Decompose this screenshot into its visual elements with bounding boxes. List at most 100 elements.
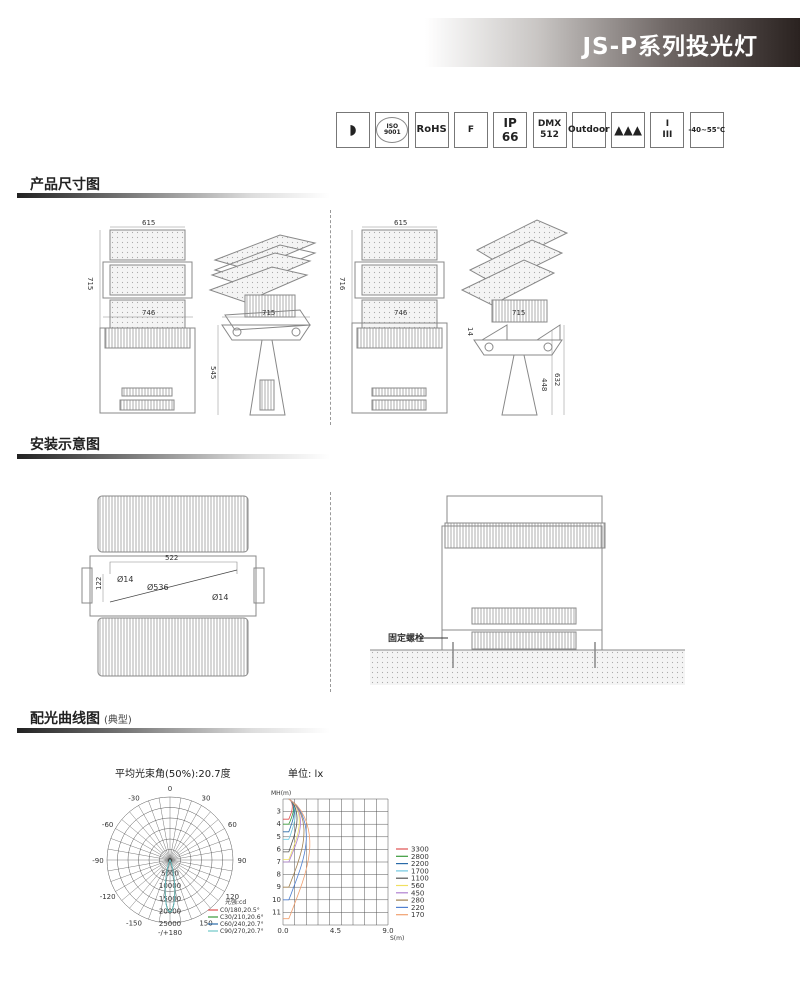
icon-label: Outdoor — [568, 124, 610, 135]
polar-spoke — [121, 819, 171, 861]
polar-spoke — [169, 838, 230, 861]
icon-label: -40~55℃ — [688, 125, 726, 134]
isolux-curve-450 — [283, 798, 301, 863]
polar-spoke — [158, 797, 171, 861]
polar-spoke — [169, 859, 211, 909]
y-tick-label: 9 — [277, 883, 281, 891]
section-title-installation: 安装示意图 — [30, 437, 100, 453]
mounting-side-view — [370, 495, 685, 685]
icon-sublabel: 66 — [501, 130, 519, 144]
x-tick-label: 9.0 — [382, 927, 393, 935]
dim-total-height: 632 — [553, 373, 561, 386]
perspective-view — [208, 234, 317, 331]
legend-label: 1700 — [411, 867, 429, 875]
dim-front-width: 746 — [142, 309, 156, 317]
isolux-curve-1700 — [283, 798, 296, 840]
legend-unit: 光强:cd — [225, 898, 246, 906]
icon-label: ISO 9001 — [383, 123, 401, 136]
isolux-curve-220 — [283, 798, 307, 901]
polar-spoke — [169, 859, 192, 920]
polar-spoke — [121, 859, 171, 901]
section-title-dimensions: 产品尺寸图 — [30, 177, 100, 193]
legend-label: 560 — [411, 882, 424, 890]
dim-side-width: 715 — [262, 309, 275, 317]
rohs-icon: RoHS — [414, 112, 449, 148]
legend-label: 3300 — [411, 846, 429, 854]
dimension-set-left: 615 715 746 715 545 — [86, 219, 317, 416]
y-tick-label: 4 — [277, 820, 282, 828]
dim-hole-pitch: 122 — [95, 577, 103, 590]
isolux-curve-280 — [283, 798, 305, 888]
dim-hole-dia: Ø14 — [117, 574, 133, 584]
section-title-text: 配光曲线图 — [30, 711, 100, 727]
polar-spoke — [169, 797, 182, 861]
front-view — [99, 316, 196, 414]
dim-height: 716 — [338, 277, 346, 291]
installation-drawings: 522 122 Ø14 Ø536 Ø14 固定螺栓 — [81, 495, 685, 685]
dim-side-height: 448 — [540, 378, 548, 391]
legend-label: 170 — [411, 911, 424, 919]
polar-radial-label: 10000 — [159, 882, 181, 890]
legend-label: 220 — [411, 904, 424, 912]
dim-side-width: 715 — [512, 309, 525, 317]
polar-angle-label: -120 — [100, 893, 116, 901]
section-divider — [17, 193, 330, 198]
iso-chart-title: 单位: lx — [288, 767, 323, 780]
f-mark-icon: F — [453, 112, 488, 148]
dim-top-width: 615 — [394, 219, 407, 227]
polar-spoke — [107, 859, 171, 872]
outdoor-icon: Outdoor — [568, 112, 610, 148]
drawing-divider — [330, 492, 331, 692]
bolt-label: 固定螺栓 — [388, 632, 424, 644]
icon-sublabel: 512 — [540, 130, 559, 140]
isolux-curve-3300 — [283, 798, 293, 820]
waterproof-symbol-icon: ◗ — [336, 112, 370, 148]
polar-spoke — [138, 805, 171, 861]
icon-label: F — [467, 124, 474, 135]
section-divider — [17, 454, 330, 459]
polar-spoke — [107, 848, 171, 861]
isolux-curve-560 — [283, 798, 300, 860]
section-title-photometry: 配光曲线图(典型) — [30, 708, 132, 728]
polar-chart-title: 平均光束角(50%):20.7度 — [115, 767, 231, 780]
side-view — [217, 316, 311, 416]
dim-top-width: 615 — [142, 219, 155, 227]
polar-angle-label: -60 — [102, 821, 113, 829]
polar-spoke — [169, 805, 202, 861]
icon-sublabel: III — [662, 130, 673, 140]
section-divider — [17, 728, 330, 733]
polar-spoke — [169, 848, 233, 861]
legend-label: C0/180,20.5° — [220, 907, 260, 914]
legend-label: C60/240,20.7° — [220, 921, 264, 928]
y-tick-label: 7 — [277, 858, 281, 866]
polar-radial-label: 15000 — [159, 895, 181, 903]
polar-spoke — [129, 859, 171, 909]
polar-spoke — [129, 811, 171, 861]
polar-spoke — [115, 828, 171, 861]
x-tick-label: 4.5 — [330, 927, 341, 935]
y-tick-label: 3 — [277, 808, 281, 816]
polar-spoke — [169, 859, 219, 901]
polar-spoke — [158, 859, 171, 923]
polar-angle-label: 60 — [228, 821, 237, 829]
polar-angle-label: 90 — [238, 857, 247, 865]
polar-angle-label: -150 — [126, 919, 142, 927]
polar-angle-label: 150 — [199, 919, 212, 927]
polar-spoke — [148, 800, 171, 861]
polar-spoke — [169, 859, 233, 872]
dim-diagonal: Ø536 — [147, 582, 169, 592]
polar-spoke — [169, 811, 211, 861]
polar-spoke — [169, 819, 219, 861]
dim-hole-span: 522 — [165, 554, 178, 562]
y-axis-label: MH(m) — [271, 790, 291, 797]
isolux-curve-170 — [283, 798, 311, 920]
legend-label: 2800 — [411, 853, 429, 861]
isolux-curve-1100 — [283, 798, 298, 853]
top-view — [102, 229, 193, 331]
polar-radial-label: 25000 — [159, 920, 181, 928]
dim-front-width: 746 — [394, 309, 408, 317]
mounting-plan-view — [81, 495, 265, 677]
polar-spoke — [110, 838, 171, 861]
icon-label: RoHS — [416, 124, 447, 135]
